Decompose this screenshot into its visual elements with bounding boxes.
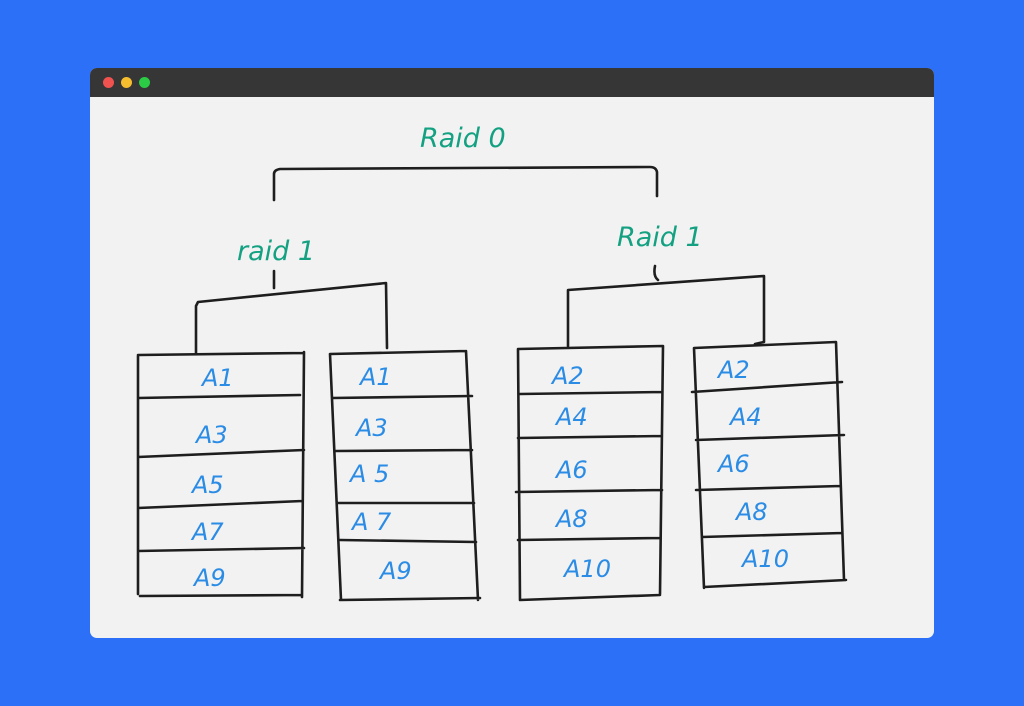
block-label: A9 <box>378 557 412 585</box>
maximize-dot[interactable] <box>139 77 150 88</box>
browser-window: Raid 0 raid 1 Raid 1 A1 A3 A5 A7 A9 A1 A… <box>90 68 934 638</box>
block-label: A6 <box>716 450 750 478</box>
disk-2: A1 A3 A 5 A 7 A9 <box>328 349 482 602</box>
block-label: A3 <box>194 421 228 449</box>
raid-diagram: Raid 0 raid 1 Raid 1 A1 A3 A5 A7 A9 A1 A… <box>136 123 848 602</box>
block-label: A9 <box>192 564 226 592</box>
close-dot[interactable] <box>103 77 114 88</box>
block-label: A2 <box>550 362 584 390</box>
block-label: A10 <box>562 555 611 583</box>
raid0-label: Raid 0 <box>420 123 506 154</box>
left-raid1-bracket <box>194 269 389 355</box>
block-label: A4 <box>554 403 588 431</box>
block-label: A7 <box>190 518 224 546</box>
block-label: A1 <box>200 364 234 392</box>
window-titlebar <box>90 68 934 97</box>
block-label: A 7 <box>350 508 392 536</box>
left-raid1-label: raid 1 <box>237 236 315 267</box>
raid0-bracket <box>272 165 659 202</box>
block-label: A1 <box>358 363 392 391</box>
block-label: A8 <box>734 498 768 526</box>
disk-1: A1 A3 A5 A7 A9 <box>136 350 306 599</box>
block-label: A5 <box>190 471 224 499</box>
block-label: A6 <box>554 456 588 484</box>
block-label: A4 <box>728 403 762 431</box>
minimize-dot[interactable] <box>121 77 132 88</box>
block-label: A10 <box>740 545 789 573</box>
block-label: A8 <box>554 505 588 533</box>
right-raid1-bracket <box>566 264 766 348</box>
block-label: A2 <box>716 356 750 384</box>
block-label: A 5 <box>348 460 389 488</box>
block-label: A3 <box>354 414 388 442</box>
disk-4: A2 A4 A6 A8 A10 <box>690 340 848 590</box>
disk-3: A2 A4 A6 A8 A10 <box>514 344 665 602</box>
right-raid1-label: Raid 1 <box>617 222 703 253</box>
